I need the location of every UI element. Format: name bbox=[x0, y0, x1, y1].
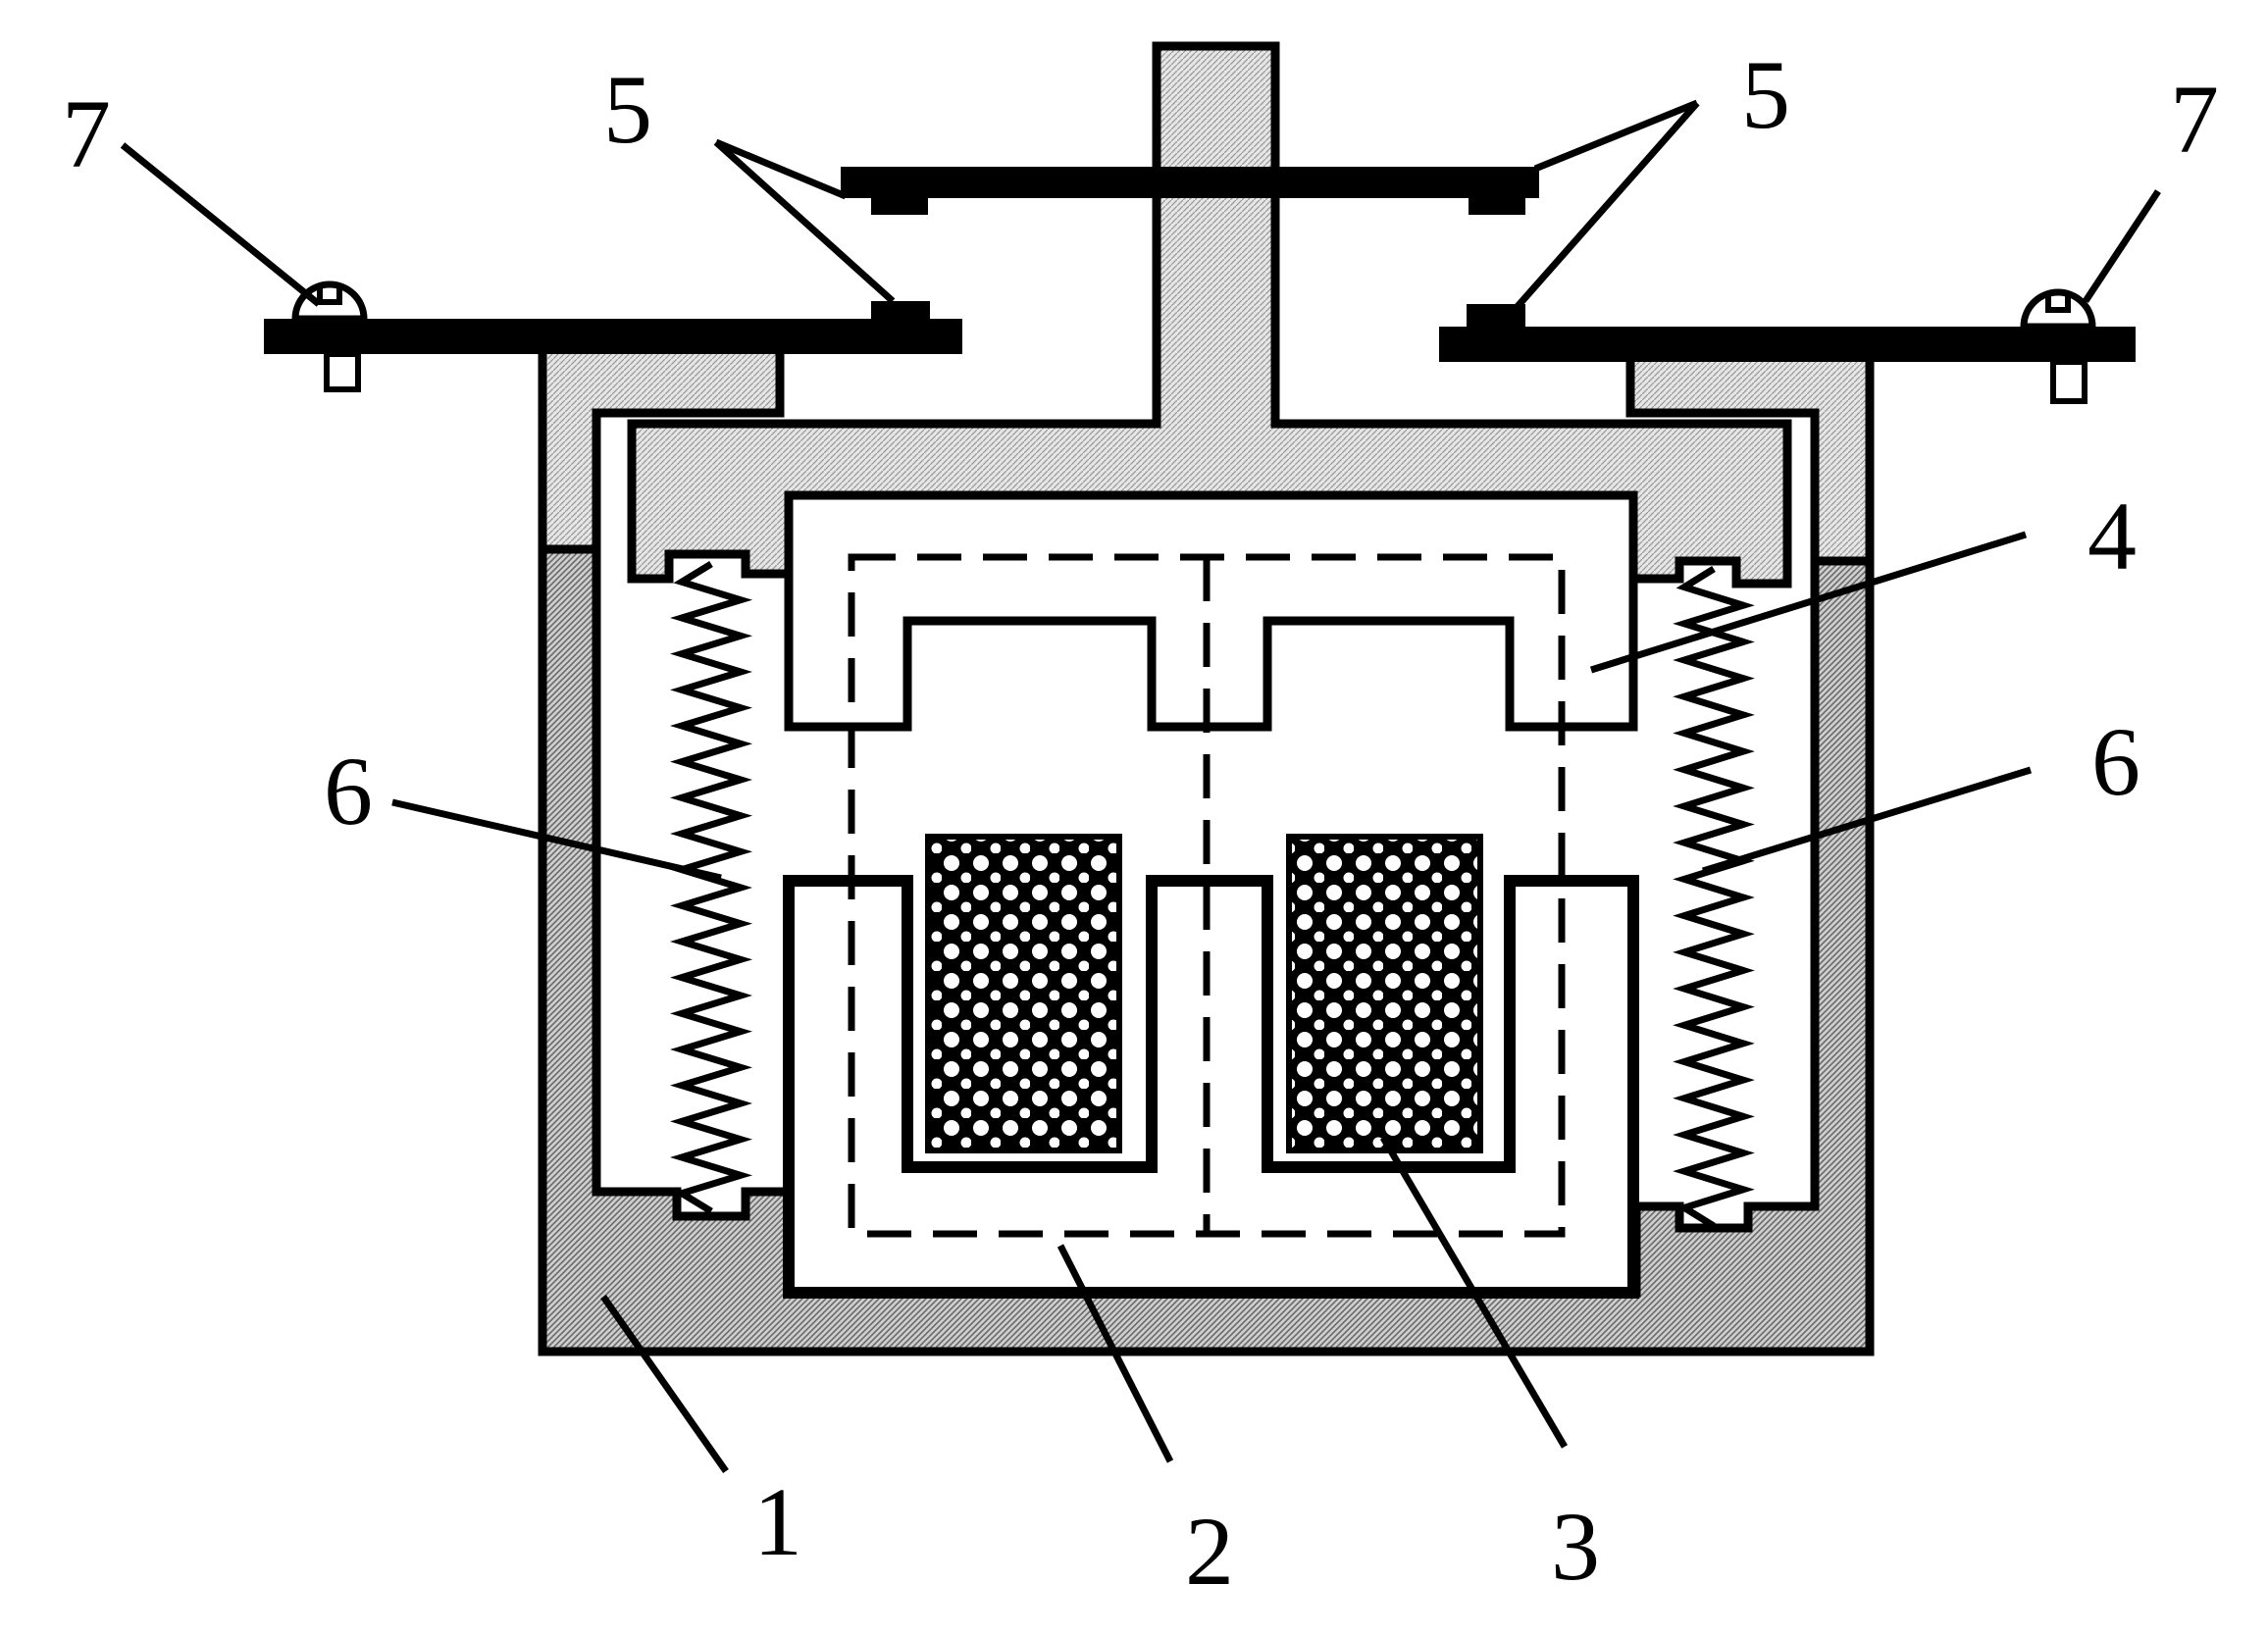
terminal-screw-right bbox=[2020, 288, 2096, 404]
label-contact-right: 5 bbox=[1741, 40, 1790, 149]
flux-path bbox=[848, 553, 1566, 1238]
leader-line-7-left bbox=[120, 142, 322, 307]
fixed-terminal-bar-right bbox=[1439, 327, 2136, 362]
leader-line-5-left-b bbox=[713, 139, 896, 304]
leader-line-5-right-a bbox=[1533, 99, 1699, 173]
moving-contact-bridge bbox=[841, 167, 1539, 198]
label-base: 1 bbox=[753, 1467, 802, 1576]
leader-line-5-right-b bbox=[1510, 100, 1700, 315]
leader-line-2 bbox=[1057, 1244, 1174, 1463]
terminal-screw-left bbox=[291, 281, 368, 392]
leader-line-6-left bbox=[391, 798, 722, 882]
label-coil: 3 bbox=[1551, 1492, 1600, 1601]
label-terminal-right: 7 bbox=[2170, 65, 2219, 174]
leader-line-4 bbox=[1589, 531, 2028, 674]
leader-line-5-left-a bbox=[714, 138, 848, 200]
label-spring-left: 6 bbox=[324, 737, 373, 845]
leader-line-1 bbox=[600, 1294, 729, 1474]
fixed-contact-left bbox=[871, 301, 930, 323]
coil-right bbox=[1286, 834, 1483, 1153]
spring-left bbox=[670, 561, 752, 1214]
moving-contact-left bbox=[871, 191, 928, 215]
spring-right bbox=[1673, 566, 1755, 1229]
fixed-terminal-bar-left bbox=[264, 319, 962, 354]
coil-left bbox=[925, 834, 1122, 1153]
label-spring-right: 6 bbox=[2091, 707, 2140, 816]
moving-contact-right bbox=[1469, 191, 1525, 215]
label-armature: 4 bbox=[2088, 482, 2137, 590]
label-terminal-left: 7 bbox=[62, 79, 111, 188]
leader-line-3 bbox=[1379, 1136, 1569, 1449]
label-contact-left: 5 bbox=[603, 55, 652, 164]
label-magnetic-path: 2 bbox=[1185, 1497, 1234, 1606]
leader-line-6-right bbox=[1701, 766, 2033, 875]
armature bbox=[784, 490, 1638, 732]
magnetic-core bbox=[783, 875, 1639, 1299]
leader-line-7-right bbox=[2083, 189, 2161, 303]
